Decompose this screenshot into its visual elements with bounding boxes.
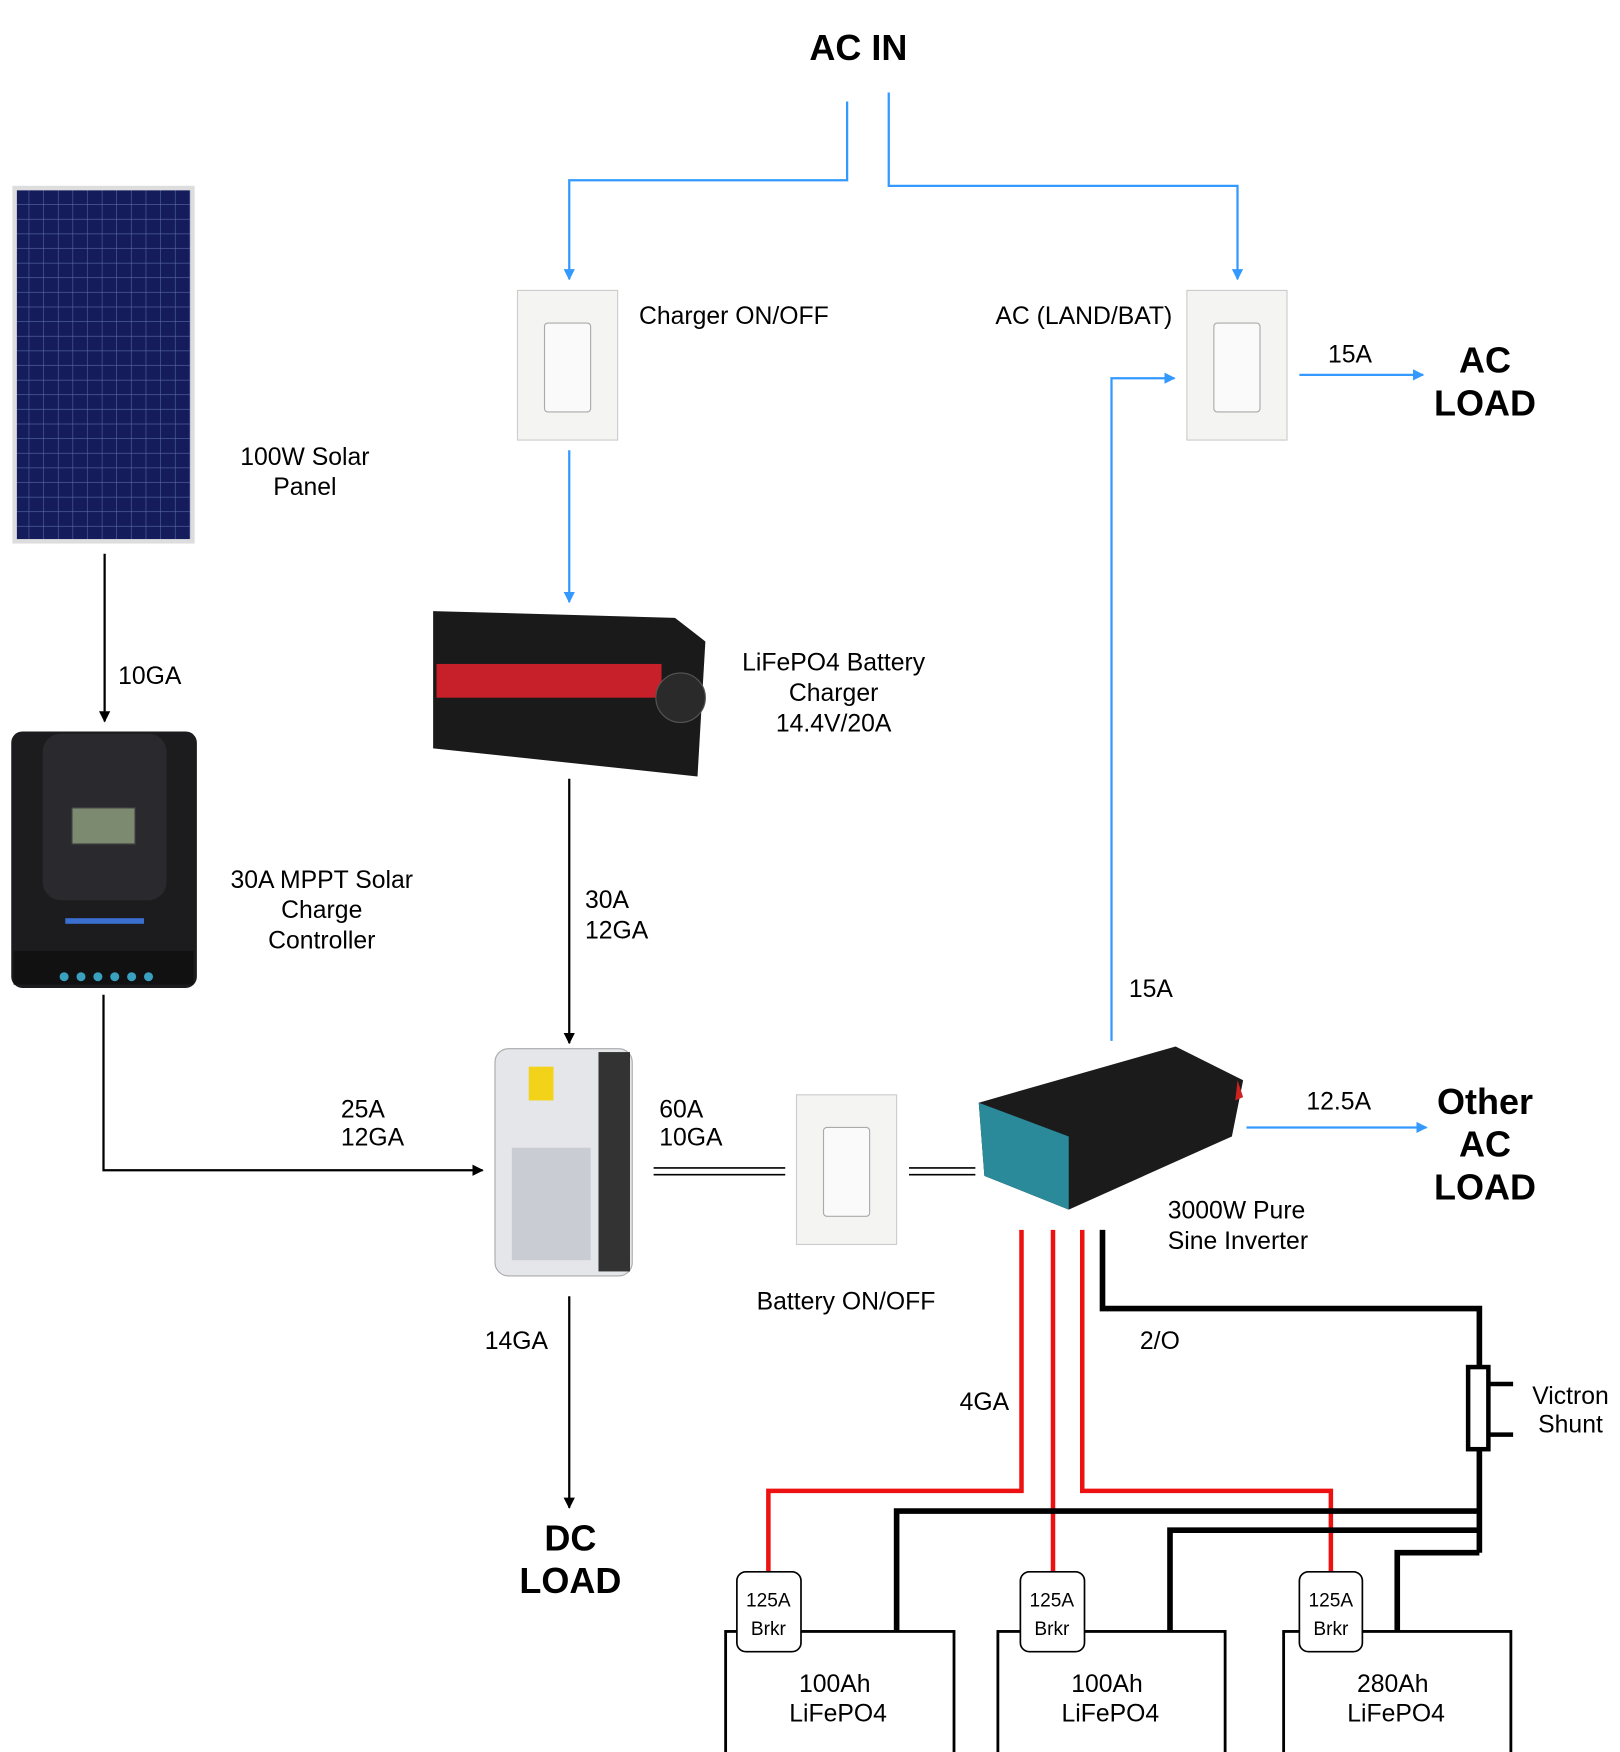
charger-label-3: 14.4V/20A <box>776 710 892 737</box>
other-ac-load-1: Other <box>1437 1081 1533 1122</box>
charger-switch-label: Charger ON/OFF <box>639 303 829 330</box>
battery-charger-image <box>433 611 706 777</box>
charge-controller-image <box>11 731 197 988</box>
wire-label-12ga-charger: 12GA <box>585 917 649 944</box>
wire-label-12-5a: 12.5A <box>1306 1088 1371 1115</box>
breaker <box>736 1570 802 1653</box>
solar-panel-image <box>12 185 195 544</box>
battery-label: 280Ah <box>1357 1671 1429 1698</box>
solar-panel-label-2: Panel <box>273 474 336 501</box>
ac-switch <box>1186 289 1288 441</box>
other-ac-load-3: LOAD <box>1434 1166 1536 1207</box>
ac-in-title: AC IN <box>809 27 907 68</box>
wire-label-14ga: 14GA <box>485 1328 549 1355</box>
inverter-to-ac-switch-wire <box>1110 372 1176 1041</box>
breaker-label: Brkr <box>1034 1619 1070 1640</box>
breaker-rating: 125A <box>1030 1591 1075 1612</box>
dc-load-1: DC <box>544 1517 596 1558</box>
charger-label-2: Charger <box>789 680 878 707</box>
battery-chem: LiFePO4 <box>789 1700 887 1727</box>
ac-switch-label: AC (LAND/BAT) <box>995 303 1172 330</box>
battery-bus-wire <box>653 1167 976 1176</box>
wire-label-4ga: 4GA <box>960 1389 1010 1416</box>
wire-label-15a-inverter: 15A <box>1129 976 1174 1003</box>
wire-label-2-0: 2/O <box>1140 1328 1180 1355</box>
wire-label-60a: 60A <box>659 1096 704 1123</box>
shunt-symbol <box>1465 1364 1514 1452</box>
wire-label-10ga: 10GA <box>118 663 182 690</box>
controller-label-1: 30A MPPT Solar <box>230 867 413 894</box>
battery-label: 100Ah <box>1071 1671 1143 1698</box>
breaker-label: Brkr <box>751 1619 787 1640</box>
breaker <box>1298 1570 1364 1653</box>
ac-load-1: AC <box>1459 340 1511 381</box>
charger-switch <box>516 289 619 441</box>
shunt-label-2: Shunt <box>1538 1411 1603 1438</box>
dc-load-2: LOAD <box>519 1560 621 1601</box>
inverter-image <box>978 1046 1244 1210</box>
ac-wire-to-ac-switch <box>887 92 1244 281</box>
solar-panel-label-1: 100W Solar <box>240 444 369 471</box>
inverter-label-1: 3000W Pure <box>1168 1198 1306 1225</box>
charger-label-1: LiFePO4 Battery <box>742 650 926 677</box>
battery-label: 100Ah <box>799 1671 871 1698</box>
dc-wires <box>99 553 976 1509</box>
battery-chem: LiFePO4 <box>1062 1700 1160 1727</box>
wire-label-30a: 30A <box>585 887 630 914</box>
breaker-rating: 125A <box>746 1591 791 1612</box>
ac-wire-to-charger-switch <box>563 101 849 281</box>
wire-label-25a: 25A <box>341 1096 386 1123</box>
breaker <box>1019 1570 1086 1653</box>
controller-wire <box>102 994 484 1176</box>
inverter-label-2: Sine Inverter <box>1168 1228 1308 1255</box>
battery-switch <box>795 1094 898 1245</box>
battery-chem: LiFePO4 <box>1347 1700 1445 1727</box>
ac-load-2: LOAD <box>1434 382 1536 423</box>
shunt-label-1: Victron <box>1532 1383 1609 1410</box>
fuse-block-image <box>494 1048 633 1277</box>
controller-label-2: Charge <box>281 897 362 924</box>
battery-switch-label: Battery ON/OFF <box>757 1289 936 1316</box>
other-ac-load-2: AC <box>1459 1124 1511 1165</box>
breaker-label: Brkr <box>1313 1619 1349 1640</box>
breaker-rating: 125A <box>1309 1591 1354 1612</box>
controller-label-3: Controller <box>268 928 375 955</box>
wire-label-12ga-controller: 12GA <box>341 1124 405 1151</box>
battery-3: 280Ah LiFePO4 125A Brkr <box>1282 1570 1513 1752</box>
negative-wires <box>893 1229 1483 1632</box>
battery-2: 100Ah LiFePO4 125A Brkr <box>996 1570 1227 1752</box>
positive-wires <box>766 1229 1334 1572</box>
ac-wires <box>563 92 1428 1134</box>
wire-label-10ga-bus: 10GA <box>659 1124 723 1151</box>
wire-label-15a-ac: 15A <box>1328 341 1373 368</box>
battery-1: 100Ah LiFePO4 125A Brkr <box>724 1570 956 1752</box>
